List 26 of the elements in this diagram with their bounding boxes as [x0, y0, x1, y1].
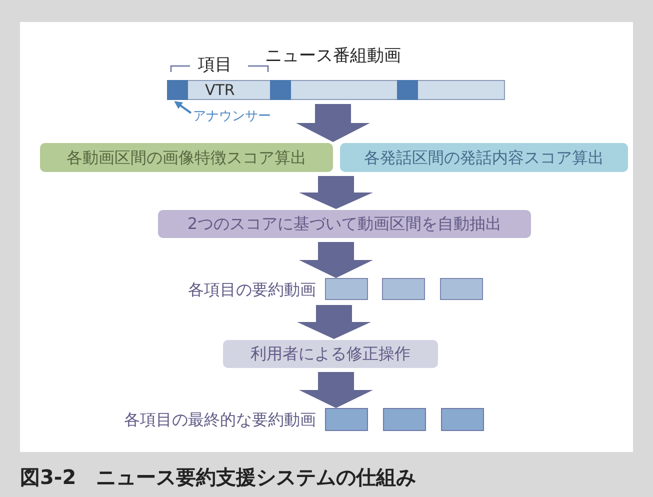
process-box: 2つのスコアに基づいて動画区間を自動抽出 [158, 210, 531, 238]
segment-box [325, 278, 368, 300]
segment-box [441, 408, 484, 431]
process-box: 各発話区間の発話内容スコア算出 [340, 143, 628, 172]
block-arrow [299, 176, 373, 209]
bracket-label: 項目 [198, 55, 232, 75]
segment-box [397, 80, 418, 100]
block-arrow [299, 372, 373, 408]
segment-label: VTR [205, 81, 235, 99]
segment-box [383, 408, 426, 431]
process-box: 各動画区間の画像特徴スコア算出 [40, 143, 333, 172]
step-text: 各項目の最終的な要約動画 [80, 409, 316, 431]
segment-box [270, 80, 291, 100]
segment-box [167, 80, 188, 100]
block-arrow [299, 242, 373, 278]
video-title: ニュース番組動画 [265, 46, 401, 66]
block-arrow [296, 104, 370, 142]
segment-box [325, 408, 368, 431]
segment-box [440, 278, 483, 300]
callout-text: アナウンサー [193, 107, 297, 127]
segment-box [382, 278, 425, 300]
step-text: 各項目の要約動画 [150, 279, 316, 301]
process-box: 利用者による修正操作 [223, 340, 438, 368]
caption: 図3-2 ニュース要約支援システムの仕組み [20, 464, 416, 491]
leader-line [174, 101, 192, 114]
block-arrow [297, 305, 371, 339]
